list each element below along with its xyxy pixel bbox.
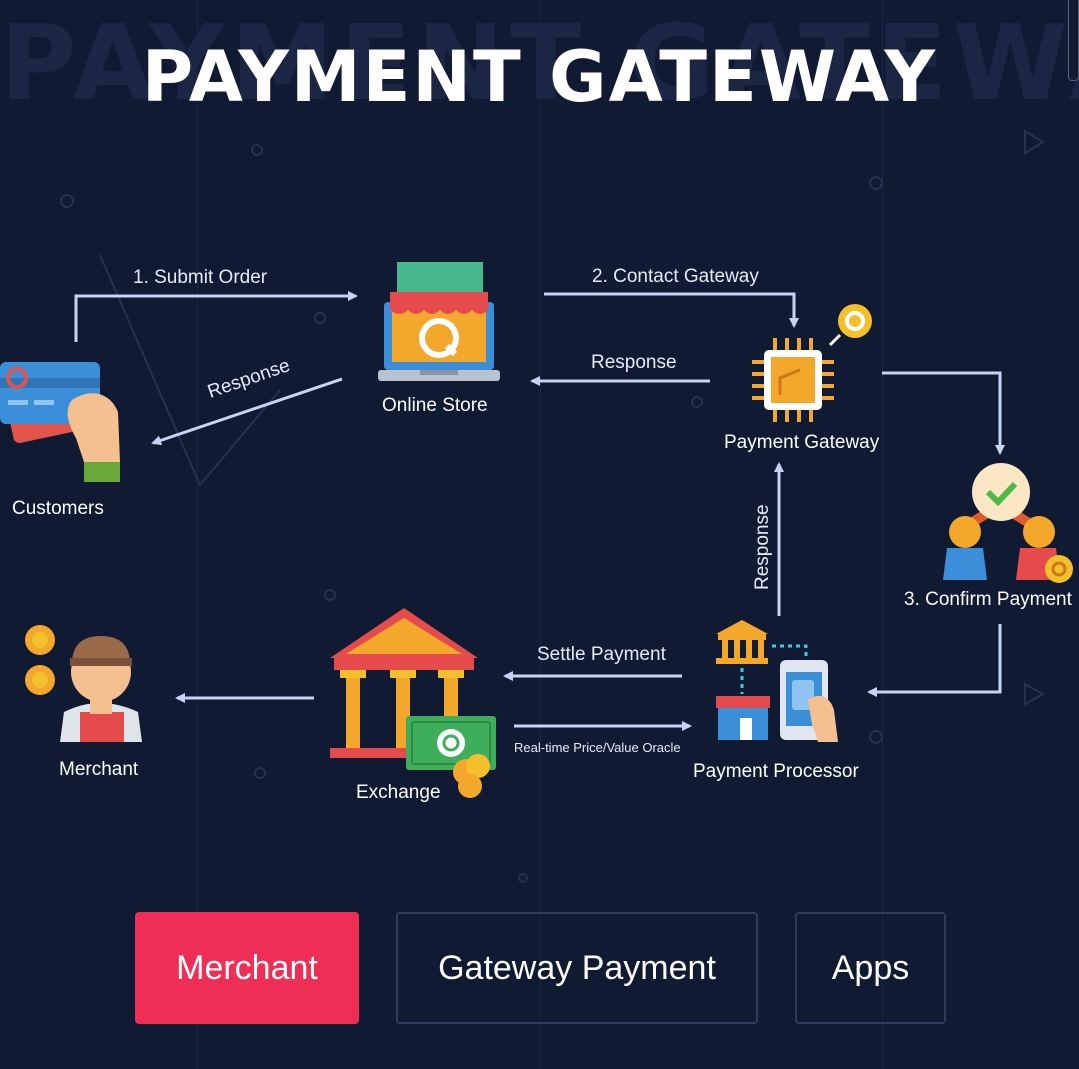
- edge-label-response-store: Response: [591, 352, 677, 373]
- apps-button[interactable]: Apps: [795, 912, 946, 1024]
- chip-icon: [752, 304, 872, 422]
- edge-label-contact-gateway: 2. Contact Gateway: [592, 266, 759, 287]
- node-label-online-store: Online Store: [382, 395, 488, 416]
- online-store-icon: [378, 262, 500, 381]
- gateway-payment-button[interactable]: Gateway Payment: [396, 912, 758, 1024]
- edge-label-submit-order: 1. Submit Order: [133, 267, 268, 288]
- edge-label-response-processor: Response: [752, 504, 773, 590]
- node-label-customers: Customers: [12, 498, 104, 519]
- node-label-confirm-payment: 3. Confirm Payment: [904, 589, 1072, 610]
- merchant-icon: [25, 625, 142, 742]
- watermark-title: PAYMENT GATEWAY: [0, 2, 1079, 124]
- node-label-merchant: Merchant: [59, 759, 139, 780]
- arrow-confirm: [882, 371, 1005, 455]
- arrow-response-customers: [151, 377, 343, 446]
- credit-card-hand-icon: [0, 362, 120, 482]
- arrow-to-processor: [867, 624, 1002, 697]
- edge-label-oracle: Real-time Price/Value Oracle: [514, 740, 681, 755]
- connectors: [74, 291, 1005, 731]
- confirm-payment-icon: [943, 463, 1073, 583]
- node-label-payment-processor: Payment Processor: [693, 761, 859, 782]
- node-label-payment-gateway: Payment Gateway: [724, 432, 880, 453]
- exchange-bank-icon: [330, 608, 496, 798]
- merchant-button[interactable]: Merchant: [135, 912, 359, 1024]
- arrow-submit-order: [74, 291, 358, 342]
- grid-line: [540, 0, 541, 1069]
- grid-line: [197, 0, 198, 1069]
- page-title: PAYMENT GATEWAY: [141, 36, 938, 118]
- arrow-contact-gateway: [544, 292, 799, 328]
- edge-label-settle-payment: Settle Payment: [537, 644, 666, 665]
- payment-processor-icon: [716, 620, 838, 742]
- node-label-exchange: Exchange: [356, 782, 441, 803]
- grid-line: [882, 0, 883, 1069]
- background-decorations: [60, 129, 1046, 883]
